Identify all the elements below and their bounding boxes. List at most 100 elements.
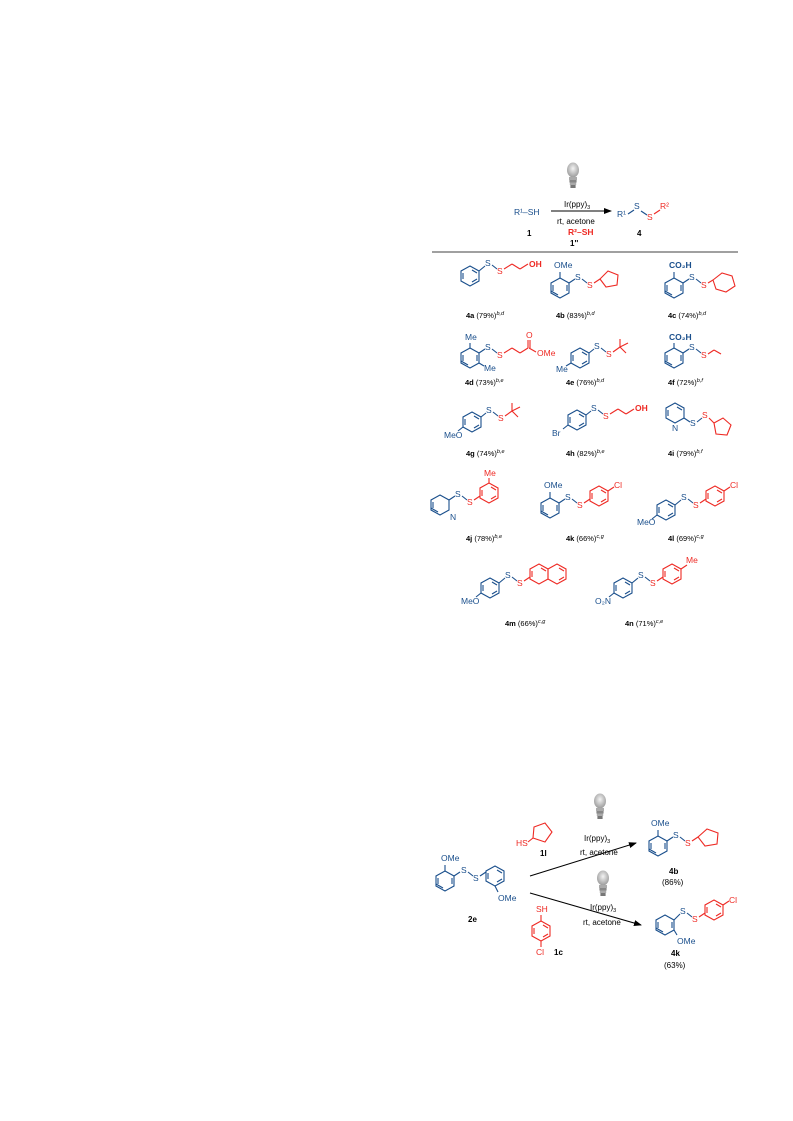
svg-text:S: S (591, 403, 597, 413)
structure-4j: N S S Me (430, 468, 499, 522)
svg-text:Me: Me (484, 363, 496, 373)
label-4i: 4i (79%)b,f (668, 449, 703, 458)
yield-4k: (63%) (664, 961, 686, 970)
bond (640, 210, 648, 216)
svg-text:OMe: OMe (554, 260, 573, 270)
label-4j: 4j (78%)b,e (466, 534, 502, 543)
structure-4b: OMe S S (550, 260, 619, 299)
label-1l: 1l (540, 849, 547, 858)
label-4k-product: 4k (671, 949, 680, 958)
svg-text:O: O (526, 330, 533, 340)
svg-text:HS: HS (516, 838, 528, 848)
svg-text:S: S (505, 570, 511, 580)
svg-text:S: S (701, 280, 707, 290)
svg-text:S: S (680, 906, 686, 916)
svg-text:OMe: OMe (544, 480, 563, 490)
label-4g: 4g (74%)b,e (466, 449, 505, 458)
svg-text:Me: Me (556, 364, 568, 374)
svg-text:OMe: OMe (651, 818, 670, 828)
svg-text:CO₂H: CO₂H (669, 260, 692, 270)
svg-text:Cl: Cl (614, 480, 622, 490)
svg-text:S: S (473, 873, 479, 883)
svg-text:S: S (577, 500, 583, 510)
label-4f: 4f (72%)b,f (668, 378, 703, 387)
svg-text:S: S (467, 497, 473, 507)
label-4e: 4e (76%)b,d (566, 378, 605, 387)
label-2e: 2e (468, 915, 477, 924)
svg-text:S: S (606, 349, 612, 359)
label-1c: 1c (554, 948, 563, 957)
product-r1: R¹ (617, 209, 626, 219)
label-4l: 4l (69%)c,g (668, 534, 705, 543)
svg-text:S: S (692, 914, 698, 924)
svg-text:S: S (575, 272, 581, 282)
label-4m: 4m (66%)c,g (505, 619, 546, 628)
svg-text:S: S (702, 410, 708, 420)
r1-sh: R¹–SH (514, 207, 540, 217)
light-bulb-icon-bottom (597, 870, 609, 896)
svg-text:S: S (689, 272, 695, 282)
light-bulb-icon (567, 162, 579, 188)
label-4h: 4h (82%)b,e (566, 449, 605, 458)
svg-text:S: S (693, 500, 699, 510)
svg-text:Cl: Cl (536, 947, 544, 957)
svg-text:S: S (673, 830, 679, 840)
label-4a: 4a (79%)b,d (466, 311, 505, 320)
svg-text:OMe: OMe (498, 893, 517, 903)
svg-text:S: S (565, 492, 571, 502)
product-s2: S (647, 212, 653, 222)
svg-text:Cl: Cl (730, 480, 738, 490)
svg-text:Me: Me (465, 332, 477, 342)
product-4k: OMe S S Cl (655, 895, 737, 946)
svg-text:S: S (689, 342, 695, 352)
svg-text:CO₂H: CO₂H (669, 332, 692, 342)
svg-text:S: S (517, 578, 523, 588)
svg-text:S: S (685, 838, 691, 848)
structure-4a: S S OH (460, 258, 542, 287)
svg-text:S: S (690, 418, 696, 428)
conditions-label: rt, acetone (557, 217, 595, 226)
catalyst-bottom: Ir(ppy)3 (590, 903, 616, 914)
svg-text:S: S (650, 578, 656, 588)
label-4k: 4k (66%)c,g (566, 534, 605, 543)
label-4b-product: 4b (669, 867, 678, 876)
svg-text:Me: Me (686, 555, 698, 565)
reactant1-label: 1 (527, 229, 532, 238)
structure-4g: MeO S S (444, 403, 521, 440)
reactant2-label: 1'' (570, 239, 578, 248)
svg-text:OMe: OMe (677, 936, 696, 946)
structure-2e: OMe S S OMe (435, 853, 517, 903)
product-s1: S (634, 201, 640, 211)
label-4d: 4d (73%)b,e (465, 378, 504, 387)
svg-text:MeO: MeO (461, 596, 480, 606)
structure-4m: MeO S S (461, 563, 567, 606)
label-4c: 4c (74%)b,d (668, 311, 707, 320)
structure-4e: Me S S (556, 339, 629, 374)
svg-text:S: S (498, 413, 504, 423)
svg-text:Br: Br (552, 428, 561, 438)
svg-text:OMe: OMe (441, 853, 460, 863)
label-4b: 4b (83%)b,d (556, 311, 595, 320)
arrow-top (529, 842, 637, 877)
svg-text:O₂N: O₂N (595, 596, 611, 606)
structure-4i: N S S (665, 402, 732, 436)
svg-text:S: S (455, 489, 461, 499)
svg-text:MeO: MeO (444, 430, 463, 440)
catalyst-top: Ir(ppy)3 (584, 834, 610, 845)
structure-1c: SH Cl (531, 904, 551, 957)
product-r2: R² (660, 201, 669, 211)
svg-text:S: S (594, 341, 600, 351)
bond (627, 209, 635, 215)
svg-text:S: S (701, 350, 707, 360)
structure-4c: CO₂H S S (664, 260, 736, 299)
svg-text:S: S (603, 411, 609, 421)
label-4n: 4n (71%)c,e (625, 619, 663, 628)
light-bulb-icon-top (594, 793, 606, 819)
svg-text:Me: Me (484, 468, 496, 478)
svg-text:Cl: Cl (729, 895, 737, 905)
reactant2: R²–SH (568, 227, 594, 237)
structure-4k: OMe S S Cl (540, 480, 622, 519)
svg-text:S: S (638, 570, 644, 580)
svg-text:N: N (450, 512, 456, 522)
